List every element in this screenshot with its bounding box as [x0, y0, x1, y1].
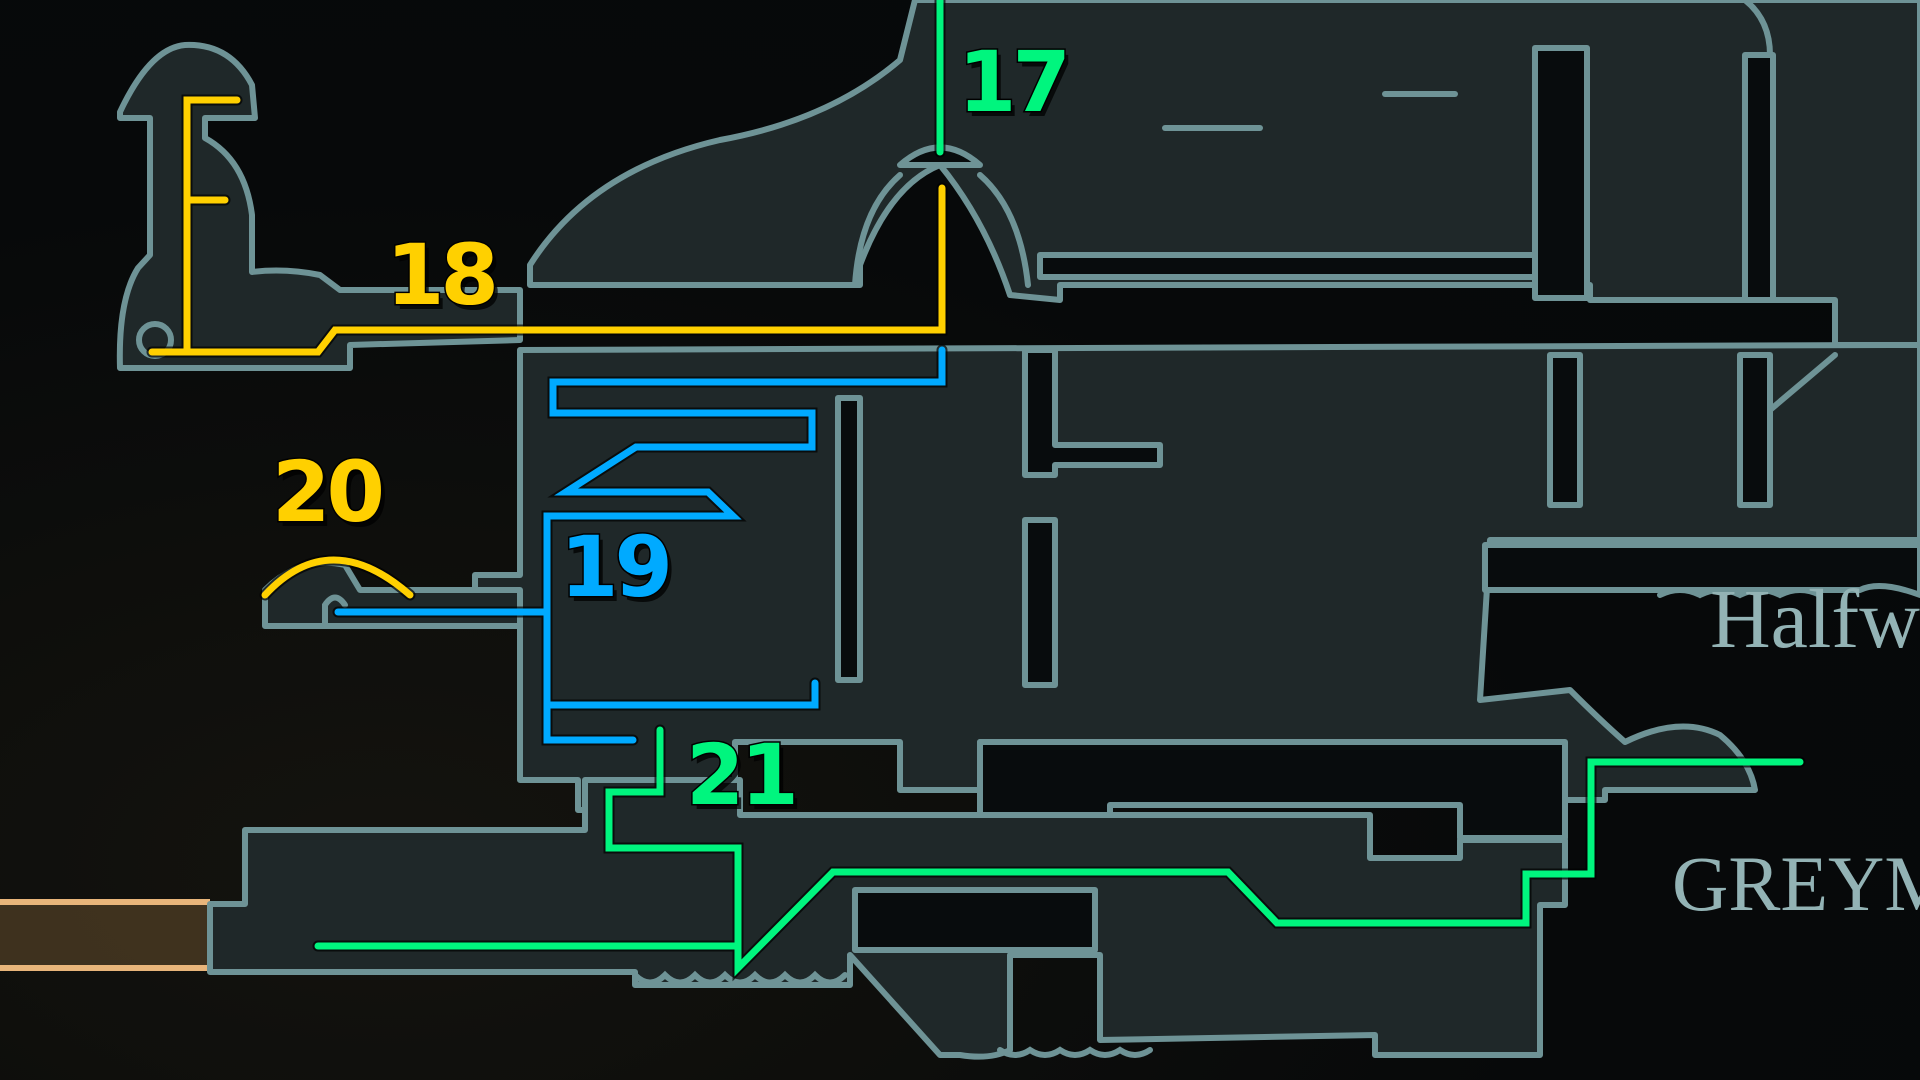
- route-21-path: [314, 726, 1804, 977]
- area-transition-exit[interactable]: [0, 899, 210, 971]
- route-marker-21: 21: [685, 726, 801, 824]
- route-19-path: [334, 346, 946, 744]
- route-20-path: [261, 556, 414, 599]
- route-marker-18: 18: [385, 226, 501, 324]
- route-18-path: [148, 96, 946, 356]
- route-marker-20: 20: [271, 443, 387, 541]
- route-marker-17: 17: [957, 33, 1073, 131]
- area-label-greymoor: GREYM: [1672, 840, 1920, 927]
- route-marker-19: 19: [559, 518, 675, 616]
- room-upper-left: [116, 41, 523, 371]
- area-label-halfway: Halfw: [1710, 573, 1920, 666]
